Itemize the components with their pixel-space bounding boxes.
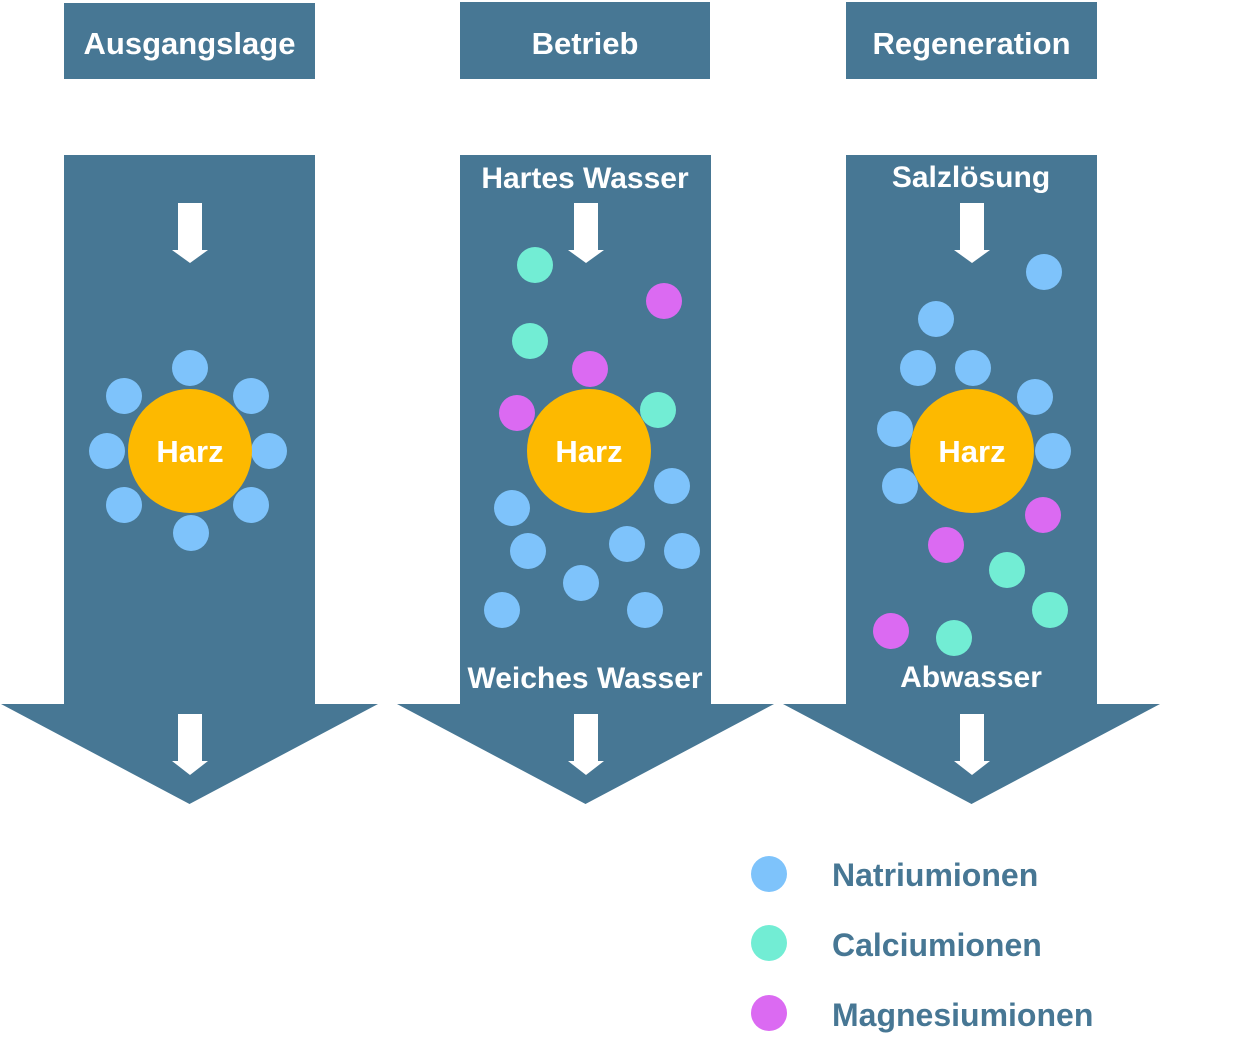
calcium-ion — [640, 392, 676, 428]
magnesium-ion — [646, 283, 682, 319]
calcium-ion-dot-icon — [751, 925, 787, 961]
sodium-ion — [1026, 254, 1062, 290]
outflow-label: Weiches Wasser — [467, 662, 702, 695]
sodium-ion — [233, 378, 269, 414]
resin-label: Harz — [555, 434, 622, 469]
sodium-ion — [877, 411, 913, 447]
sodium-ion — [484, 592, 520, 628]
calcium-ion — [517, 247, 553, 283]
header-title: Regeneration — [872, 26, 1070, 61]
inflow-label: Hartes Wasser — [481, 162, 689, 195]
legend-label: Calciumionen — [832, 927, 1042, 963]
resin-bead — [128, 389, 252, 513]
legend-item-magnesium: Magnesiumionen — [751, 995, 1093, 1033]
sodium-ion-dot-icon — [751, 856, 787, 892]
sodium-ion — [882, 468, 918, 504]
sodium-ion — [654, 468, 690, 504]
inflow-label: Salzlösung — [892, 161, 1050, 194]
calcium-ion — [936, 620, 972, 656]
sodium-ion — [627, 592, 663, 628]
flow-out-arrow-icon — [954, 714, 990, 775]
panel-betrieb: Betrieb Hartes Wasser Harz Weiches Wasse… — [397, 2, 774, 804]
sodium-ion — [1017, 379, 1053, 415]
sodium-ion — [900, 350, 936, 386]
sodium-ion — [251, 433, 287, 469]
magnesium-ion-dot-icon — [751, 995, 787, 1031]
magnesium-ion — [499, 395, 535, 431]
magnesium-ion — [572, 351, 608, 387]
resin-label: Harz — [156, 434, 223, 469]
flow-out-arrow-icon — [172, 714, 208, 775]
outflow-label: Abwasser — [900, 661, 1042, 694]
resin-bead — [910, 389, 1034, 513]
header-title: Ausgangslage — [84, 26, 296, 61]
magnesium-ion — [1025, 497, 1061, 533]
legend-item-sodium: Natriumionen — [751, 856, 1038, 893]
sodium-ion — [89, 433, 125, 469]
magnesium-ion — [873, 613, 909, 649]
calcium-ion — [512, 323, 548, 359]
sodium-ion — [918, 301, 954, 337]
header-box — [64, 3, 315, 79]
sodium-ion — [173, 515, 209, 551]
legend-label: Natriumionen — [832, 857, 1038, 893]
legend-item-calcium: Calciumionen — [751, 925, 1042, 963]
header-box — [460, 2, 710, 79]
legend-label: Magnesiumionen — [832, 997, 1093, 1033]
panel-regeneration: Regeneration Salzlösung Harz Abwasser — [783, 2, 1160, 804]
sodium-ion — [233, 487, 269, 523]
sodium-ion — [510, 533, 546, 569]
resin-label: Harz — [938, 434, 1005, 469]
calcium-ion — [1032, 592, 1068, 628]
calcium-ion — [989, 552, 1025, 588]
sodium-ion — [494, 490, 530, 526]
sodium-ion — [106, 378, 142, 414]
sodium-ion — [106, 487, 142, 523]
header-title: Betrieb — [532, 26, 639, 61]
resin-bead — [527, 389, 651, 513]
header-box — [846, 2, 1097, 79]
flow-in-arrow-icon — [568, 203, 604, 263]
flow-in-arrow-icon — [172, 203, 208, 263]
sodium-ion — [1035, 433, 1071, 469]
sodium-ion — [955, 350, 991, 386]
flow-in-arrow-icon — [954, 203, 990, 263]
panel-ausgangslage: Ausgangslage Harz — [1, 3, 378, 804]
legend: Natriumionen Calciumionen Magnesiumionen — [751, 856, 1093, 1033]
sodium-ion — [172, 350, 208, 386]
flow-out-arrow-icon — [568, 714, 604, 775]
magnesium-ion — [928, 527, 964, 563]
sodium-ion — [563, 565, 599, 601]
sodium-ion — [609, 526, 645, 562]
sodium-ion — [664, 533, 700, 569]
